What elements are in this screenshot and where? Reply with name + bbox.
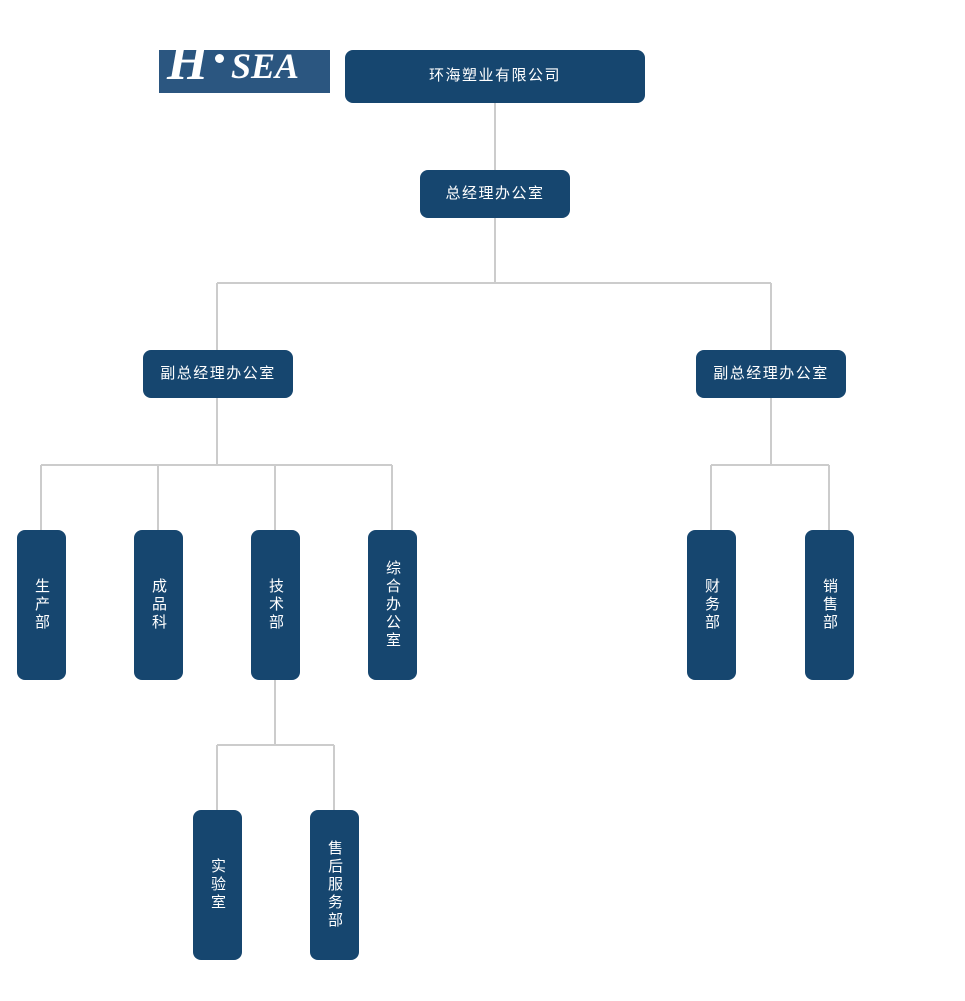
node-gm-office[interactable]: 总经理办公室 [420,170,570,218]
node-technical-department[interactable]: 技术部 [251,530,300,680]
node-gm-office-label: 总经理办公室 [445,184,545,202]
logo-dot-icon [215,54,224,63]
node-deputy-gm-office-left-label: 副总经理办公室 [160,364,276,382]
node-production-department[interactable]: 生产部 [17,530,66,680]
node-deputy-gm-office-left[interactable]: 副总经理办公室 [143,350,293,398]
node-technical-department-label: 技术部 [267,578,284,632]
node-production-department-label: 生产部 [33,578,50,632]
logo-wordmark: H SEA [159,36,330,93]
node-finance-department[interactable]: 财务部 [687,530,736,680]
logo-letter-sea: SEA [231,46,300,86]
node-general-office[interactable]: 综合办公室 [368,530,417,680]
company-logo: H SEA [159,36,330,93]
logo-plate [159,50,330,93]
node-company-label: 环海塑业有限公司 [428,67,561,85]
node-sales-department[interactable]: 销售部 [805,530,854,680]
node-deputy-gm-office-right[interactable]: 副总经理办公室 [696,350,846,398]
node-deputy-gm-office-right-label: 副总经理办公室 [713,364,829,382]
node-general-office-label: 综合办公室 [384,560,401,650]
node-after-sales-service-department-label: 售后服务部 [326,840,343,930]
node-laboratory[interactable]: 实验室 [193,810,242,960]
logo-letter-h: H [167,33,208,91]
node-finance-department-label: 财务部 [703,578,720,632]
node-finished-goods-section[interactable]: 成品科 [134,530,183,680]
node-laboratory-label: 实验室 [209,858,226,912]
node-finished-goods-section-label: 成品科 [150,578,167,632]
node-after-sales-service-department[interactable]: 售后服务部 [310,810,359,960]
node-sales-department-label: 销售部 [821,578,838,632]
node-company[interactable]: 环海塑业有限公司 [345,50,645,103]
